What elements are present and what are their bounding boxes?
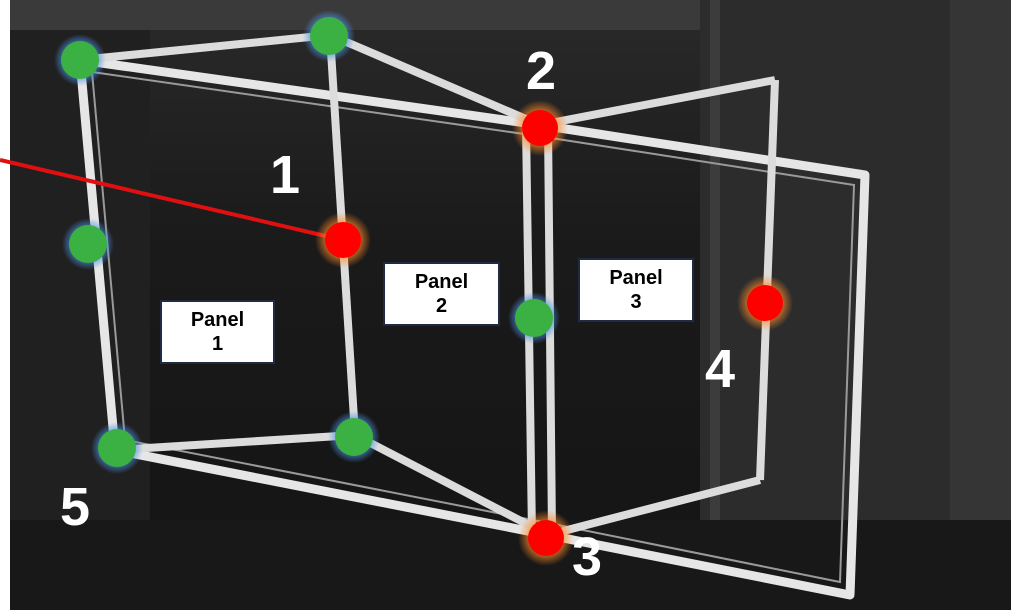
panel-3-label-line2: 3 bbox=[630, 291, 642, 313]
panel-2-label: Panel 2 bbox=[383, 262, 500, 326]
callout-4: 4 bbox=[705, 339, 736, 399]
callout-5: 5 bbox=[60, 477, 91, 537]
lock-point-icon bbox=[528, 520, 564, 556]
hinge-icon bbox=[515, 299, 553, 337]
lock-point-icon bbox=[325, 222, 361, 258]
room-shading bbox=[10, 0, 1011, 610]
panel-3-label-line1: Panel bbox=[609, 267, 663, 289]
hinge-icon bbox=[61, 41, 99, 79]
callout-3: 3 bbox=[572, 527, 603, 587]
hinge-icon bbox=[69, 225, 107, 263]
panel-1-label: Panel 1 bbox=[160, 300, 275, 364]
hinge-icon bbox=[98, 429, 136, 467]
panel-1-label-line2: 1 bbox=[211, 333, 224, 355]
panel-2-label-line2: 2 bbox=[435, 295, 448, 317]
callout-1: 1 bbox=[270, 145, 301, 205]
callout-2: 2 bbox=[526, 41, 557, 101]
pointer-line bbox=[0, 158, 344, 242]
door-photo-background bbox=[10, 0, 1011, 610]
panel-1-label-line1: Panel bbox=[190, 309, 245, 331]
hinge-icon bbox=[310, 17, 348, 55]
hinge-markers bbox=[54, 10, 560, 474]
lock-point-icon bbox=[747, 285, 783, 321]
hinge-icon bbox=[335, 418, 373, 456]
panel-2-label-line1: Panel bbox=[414, 271, 469, 293]
panel-3-label: Panel 3 bbox=[578, 258, 694, 322]
lock-point-icon bbox=[522, 110, 558, 146]
lock-point-markers bbox=[315, 100, 793, 566]
